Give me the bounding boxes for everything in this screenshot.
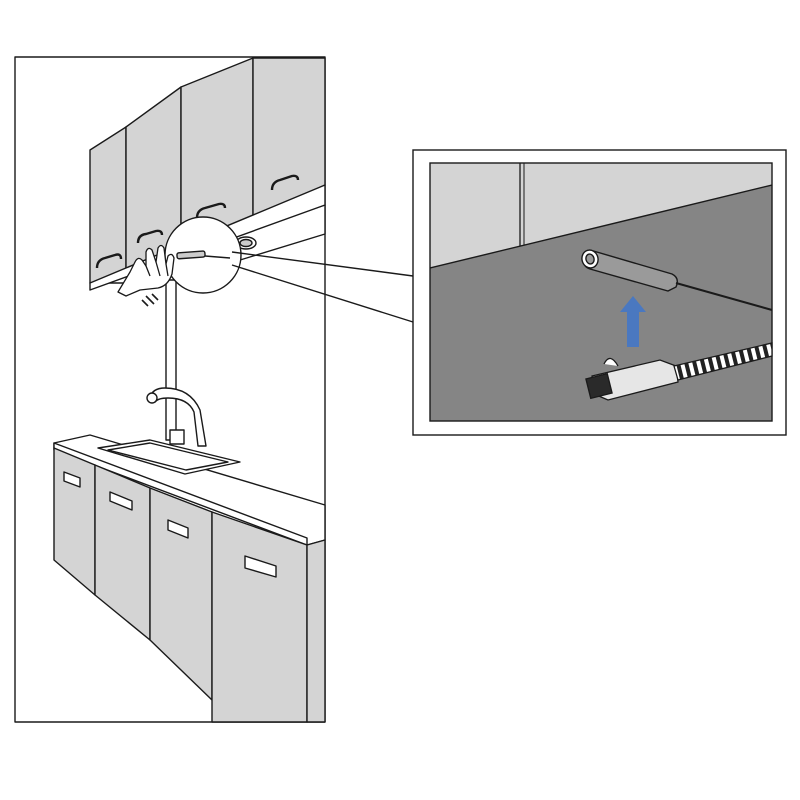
upper-handle-2 — [136, 229, 164, 244]
hand-wave-icon — [117, 244, 175, 297]
upper-handle-3 — [195, 202, 227, 219]
arrow-up-icon — [620, 296, 646, 347]
faucet — [146, 387, 207, 447]
kitchen-scene — [14, 56, 414, 723]
motion-lines-icon — [141, 293, 159, 307]
inset-detail — [412, 149, 787, 436]
upper-door-1 — [89, 126, 127, 284]
upper-handle-1 — [95, 253, 123, 269]
cabinet-underside — [430, 185, 772, 421]
wall-rail — [165, 279, 177, 441]
lower-door-4 — [211, 511, 308, 723]
sensor-housing — [581, 249, 773, 311]
upper-handle-4 — [270, 174, 300, 191]
lower-handle-3 — [167, 519, 189, 539]
lower-handle-2 — [109, 491, 133, 511]
lower-handle-1 — [63, 471, 81, 488]
sensor-miniature — [176, 250, 231, 260]
lower-cabinets — [53, 447, 326, 723]
lower-handle-4 — [244, 555, 277, 578]
callout-line-bottom — [231, 264, 414, 323]
sensor-cable — [675, 282, 773, 311]
led-strip-tape — [673, 342, 773, 381]
callout-line-top — [231, 251, 414, 277]
led-connector — [585, 342, 773, 401]
